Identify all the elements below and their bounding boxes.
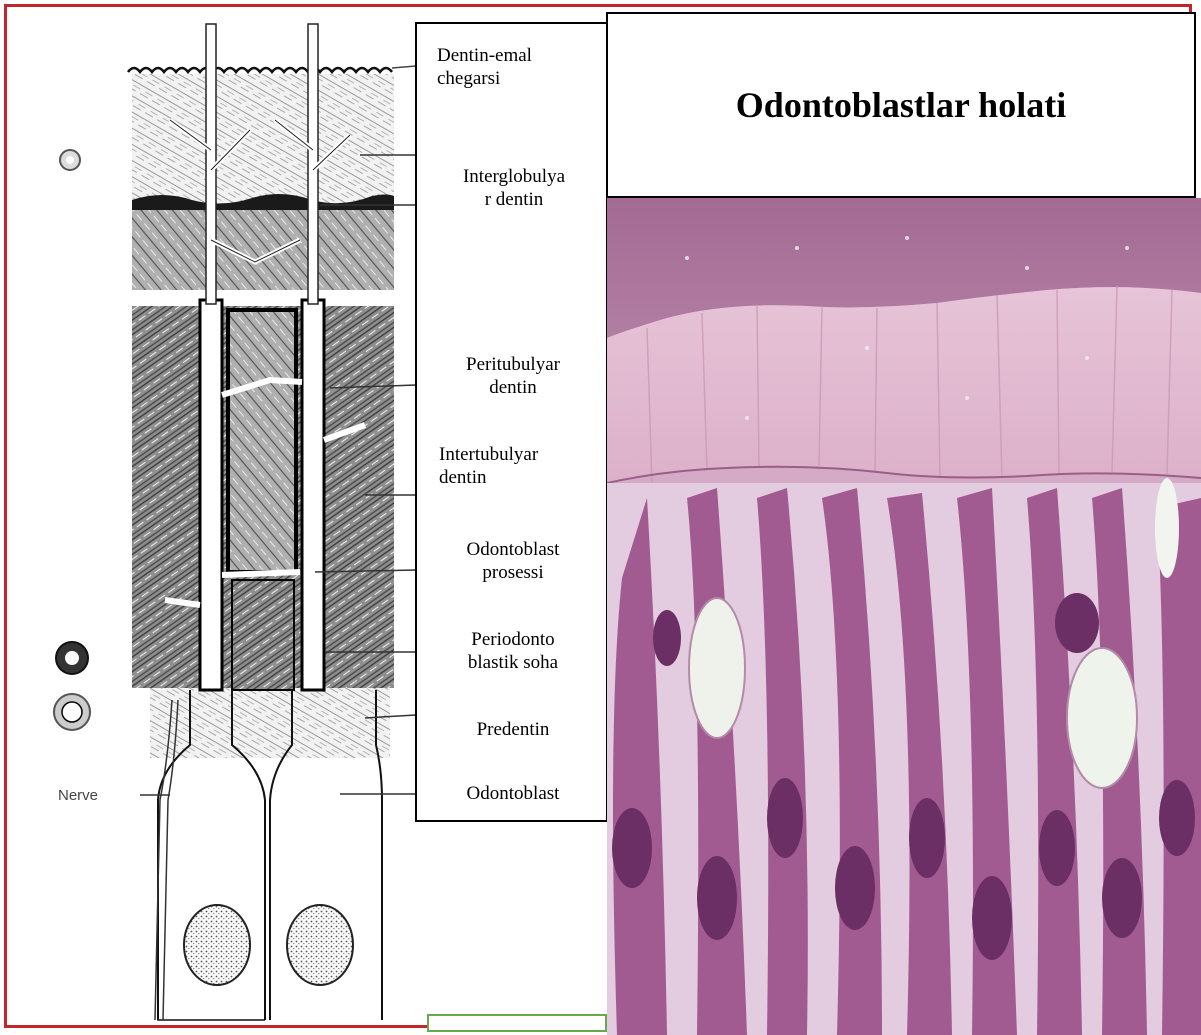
label-dentin-enamel-border: Dentin-emal chegarsi <box>437 44 532 90</box>
page-title: Odontoblastlar holati <box>736 84 1066 126</box>
label-odontoblast: Odontoblast <box>431 782 595 805</box>
tubule-cross-section-icon <box>56 642 88 674</box>
empty-text-box <box>427 1014 607 1032</box>
label-panel: Dentin-emal chegarsi Interglobulya r den… <box>415 22 608 822</box>
title-box: Odontoblastlar holati <box>606 12 1196 198</box>
nucleus-left <box>184 905 250 985</box>
histology-micrograph <box>607 198 1201 1035</box>
label-odontoblast-process: Odontoblast prosessi <box>431 538 595 584</box>
dej-wavy-line <box>128 68 392 72</box>
label-periodontoblastic-space: Periodonto blastik soha <box>431 628 595 674</box>
label-interglobular-dentin: Interglobulya r dentin <box>439 165 589 211</box>
nucleus-right <box>287 905 353 985</box>
tubule-cross-section-icon <box>60 150 80 170</box>
tubule-cross-section-icon <box>54 694 90 730</box>
label-predentin: Predentin <box>431 718 595 741</box>
label-peritubular-dentin: Peritubulyar dentin <box>431 353 595 399</box>
label-intertubular-dentin: Intertubulyar dentin <box>439 443 538 489</box>
nerve-label: Nerve <box>58 787 98 804</box>
